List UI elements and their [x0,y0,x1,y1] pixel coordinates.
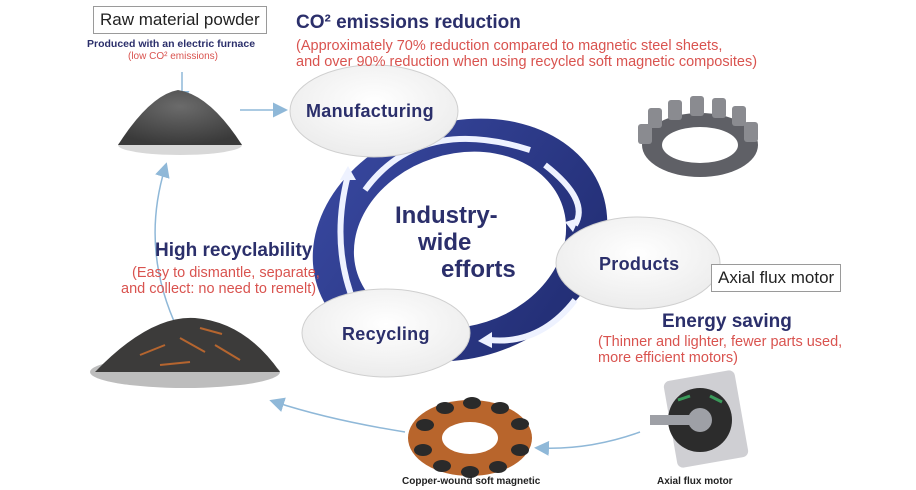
powder-pile-image [118,90,242,155]
ring-arrow-left [337,174,358,307]
center-line3: efforts [441,256,516,283]
co2-line2: and over 90% reduction when using recycl… [296,54,758,70]
copper-core-image [408,397,532,478]
stator-core-image [638,96,758,177]
recycling-label: Recycling [342,324,430,344]
energy-title: Energy saving [662,311,792,332]
co2-title: CO² emissions reduction [296,12,521,33]
co2-line1: (Approximately 70% reduction compared to… [296,38,723,54]
axial-motor-image [650,370,749,468]
furnace-note-sub: (low CO² emissions) [128,51,219,62]
recyclability-line2: and collect: no need to remelt) [121,281,317,297]
ring-arrow-bottom [489,298,578,344]
manufacturing-label: Manufacturing [306,101,434,121]
copper-core-caption: Copper-wound soft magnetic [402,476,541,487]
scrap-pile-image [90,317,280,388]
manufacturing-ellipse [289,64,459,158]
energy-line1: (Thinner and lighter, fewer parts used, [598,334,843,350]
furnace-note: Produced with an electric furnace [87,38,256,50]
energy-line2: more efficient motors) [598,350,738,366]
products-label: Products [599,254,680,274]
recyclability-line1: (Easy to dismantle, separate, [132,265,320,281]
axial-motor-caption: Axial flux motor [657,476,733,487]
center-line1: Industry- [395,202,498,229]
center-line2: wide [418,229,472,256]
raw-material-label: Raw material powder [93,6,267,34]
recyclability-title: High recyclability [155,240,313,261]
products-ellipse [555,216,721,310]
axial-motor-box: Axial flux motor [711,264,842,292]
recycling-ellipse [301,288,471,378]
